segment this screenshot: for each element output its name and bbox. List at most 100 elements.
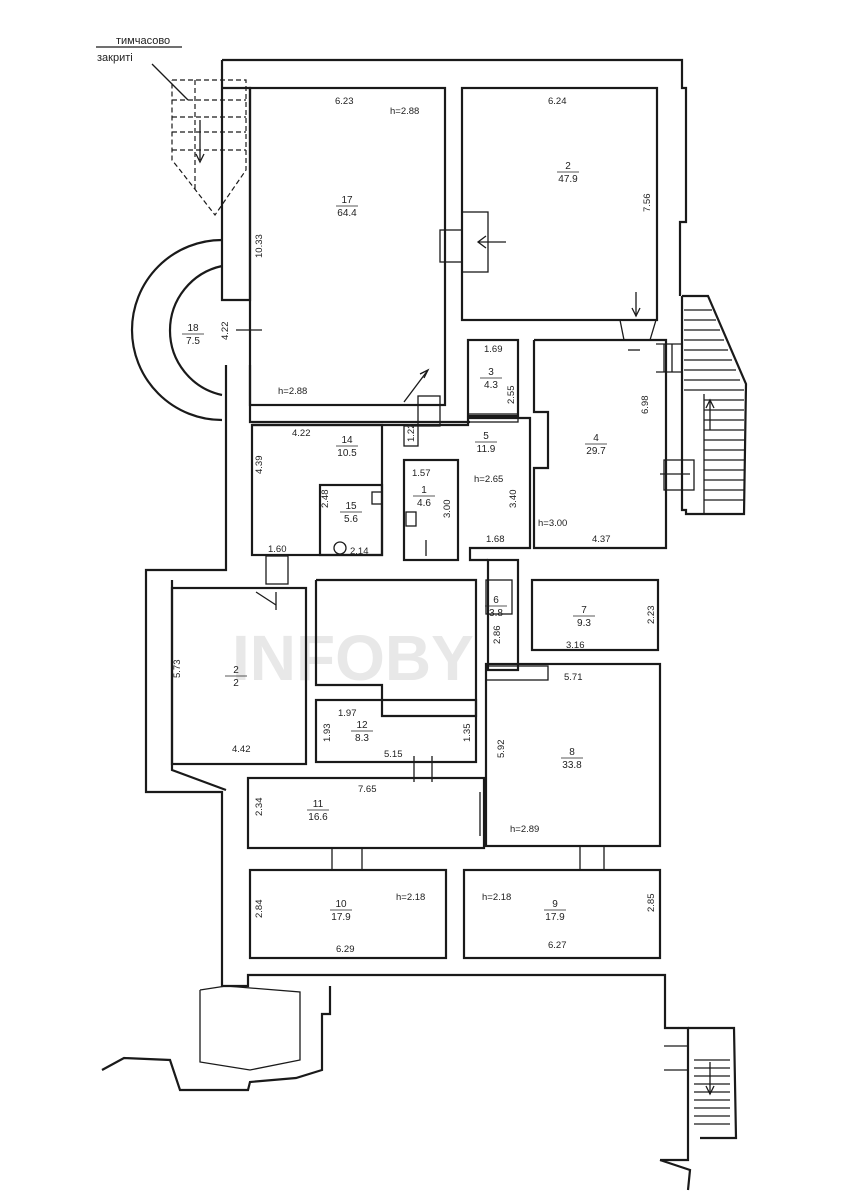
room-8-outline [484, 662, 662, 848]
dimension-label: 4.22 [220, 322, 231, 341]
room-14-outline [250, 423, 384, 557]
dimension-label: 1.68 [486, 534, 505, 545]
dimension-label: 3.16 [566, 640, 585, 651]
room-outlines [170, 86, 668, 960]
central-void-outline [314, 578, 478, 718]
dimension-label: 2.48 [320, 490, 331, 509]
room-12-outline [314, 698, 478, 764]
room-area: 47.9 [558, 174, 578, 185]
room-15-label: 155.6 [340, 501, 362, 525]
room-number: 7 [581, 605, 587, 616]
dimension-label: 5.15 [384, 749, 403, 760]
dimension-label: 4.22 [292, 428, 311, 439]
room-7-outline [530, 578, 660, 652]
dimension-label: h=2.88 [390, 106, 419, 117]
room-13-label: 22 [225, 665, 247, 689]
room-7-label: 79.3 [573, 605, 595, 629]
dimension-label: 6.23 [335, 96, 354, 107]
room-3-outline [466, 338, 520, 418]
dimension-label: h=2.18 [396, 892, 425, 903]
dimension-label: 4.39 [254, 456, 265, 475]
room-number: 2 [565, 161, 571, 172]
dimension-label: 5.92 [496, 740, 507, 759]
dimension-label: 1.57 [412, 468, 431, 479]
dimension-label: 1.93 [322, 724, 333, 743]
dimension-label: 10.33 [254, 234, 265, 258]
room-number: 9 [552, 899, 558, 910]
room-number: 5 [483, 431, 489, 442]
room-14-label: 14 10.5 [336, 435, 358, 459]
note-line-1: тимчасово [116, 35, 170, 47]
room-number: 15 [345, 501, 357, 512]
room-number: 14 [341, 435, 353, 446]
dimension-label: 2.55 [506, 386, 517, 405]
room-6-outline [486, 558, 520, 672]
dimension-label: 3.00 [442, 500, 453, 519]
room-area: 17.9 [331, 912, 351, 923]
room-number: 6 [493, 595, 499, 606]
doors [255, 211, 695, 871]
dimension-label: 6.24 [548, 96, 567, 107]
dimension-label: 2.86 [492, 626, 503, 645]
right-stair [656, 294, 748, 516]
room-area: 29.7 [586, 446, 606, 457]
room-1-outline [402, 458, 460, 562]
room-17-outline [248, 86, 447, 407]
dimension-label: h=3.00 [538, 518, 567, 529]
dimension-label: h=2.18 [482, 892, 511, 903]
dimension-label: 5.73 [172, 660, 183, 679]
closed-stair [171, 79, 247, 217]
note-leader-line [151, 63, 189, 101]
note-line-2: закриті [97, 52, 133, 64]
bottom-stair [664, 1026, 738, 1140]
room-number: 18 [187, 323, 199, 334]
dimension-label: 3.40 [508, 490, 519, 509]
room-area: 10.5 [337, 448, 357, 459]
room-area: 16.6 [308, 812, 328, 823]
dimension-label: 6.27 [548, 940, 567, 951]
room-area: 8.3 [355, 733, 369, 744]
room-1-label: 14.6 [413, 485, 435, 509]
room-15-outline [318, 483, 384, 557]
room-4-outline [532, 338, 668, 550]
dimension-label: 1.35 [462, 724, 473, 743]
room-area: 17.9 [545, 912, 565, 923]
dimension-label: 6.98 [640, 396, 651, 415]
corridor-5-outline [252, 416, 532, 562]
room-area: 7.5 [186, 336, 200, 347]
room-area: 4.6 [417, 498, 431, 509]
room-number: 11 [313, 799, 324, 810]
dimension-label: 6.29 [336, 944, 355, 955]
room-11-label: 11 16.6 [307, 799, 329, 823]
dimension-label: 7.65 [358, 784, 377, 795]
room-4-label: 429.7 [585, 433, 607, 457]
room-12-label: 128.3 [351, 720, 373, 744]
room-8-label: 833.8 [561, 747, 583, 771]
dimension-labels: 6.23h=2.8810.33h=2.886.247.564.221.692.5… [172, 96, 657, 955]
room-2-outline [460, 86, 659, 322]
note-closed: тимчасово закриті [96, 35, 189, 101]
room-area: 33.8 [562, 760, 582, 771]
dimension-label: 1.97 [338, 708, 357, 719]
dimension-label: 1.69 [484, 344, 503, 355]
room-9-label: 917.9 [544, 899, 566, 923]
dimension-label: 4.42 [232, 744, 251, 755]
dimension-label: 2.84 [254, 900, 265, 919]
room-number: 10 [335, 899, 347, 910]
room-18-label: 187.5 [182, 323, 204, 347]
dimension-label: 4.37 [592, 534, 611, 545]
dimension-label: h=2.89 [510, 824, 539, 835]
room-number: 2 [233, 665, 239, 676]
dimension-label: h=2.65 [474, 474, 503, 485]
dimension-label: 2.14 [350, 546, 369, 557]
room-9-outline [462, 868, 662, 960]
room-3-label: 34.3 [480, 367, 502, 391]
room-area: 11.9 [477, 444, 496, 455]
dimension-label: 2.34 [254, 798, 265, 817]
room-number: 17 [341, 195, 353, 206]
room-number: 8 [569, 747, 575, 758]
watermark: INFOBY [232, 622, 474, 694]
dimension-label: 7.56 [642, 194, 653, 213]
